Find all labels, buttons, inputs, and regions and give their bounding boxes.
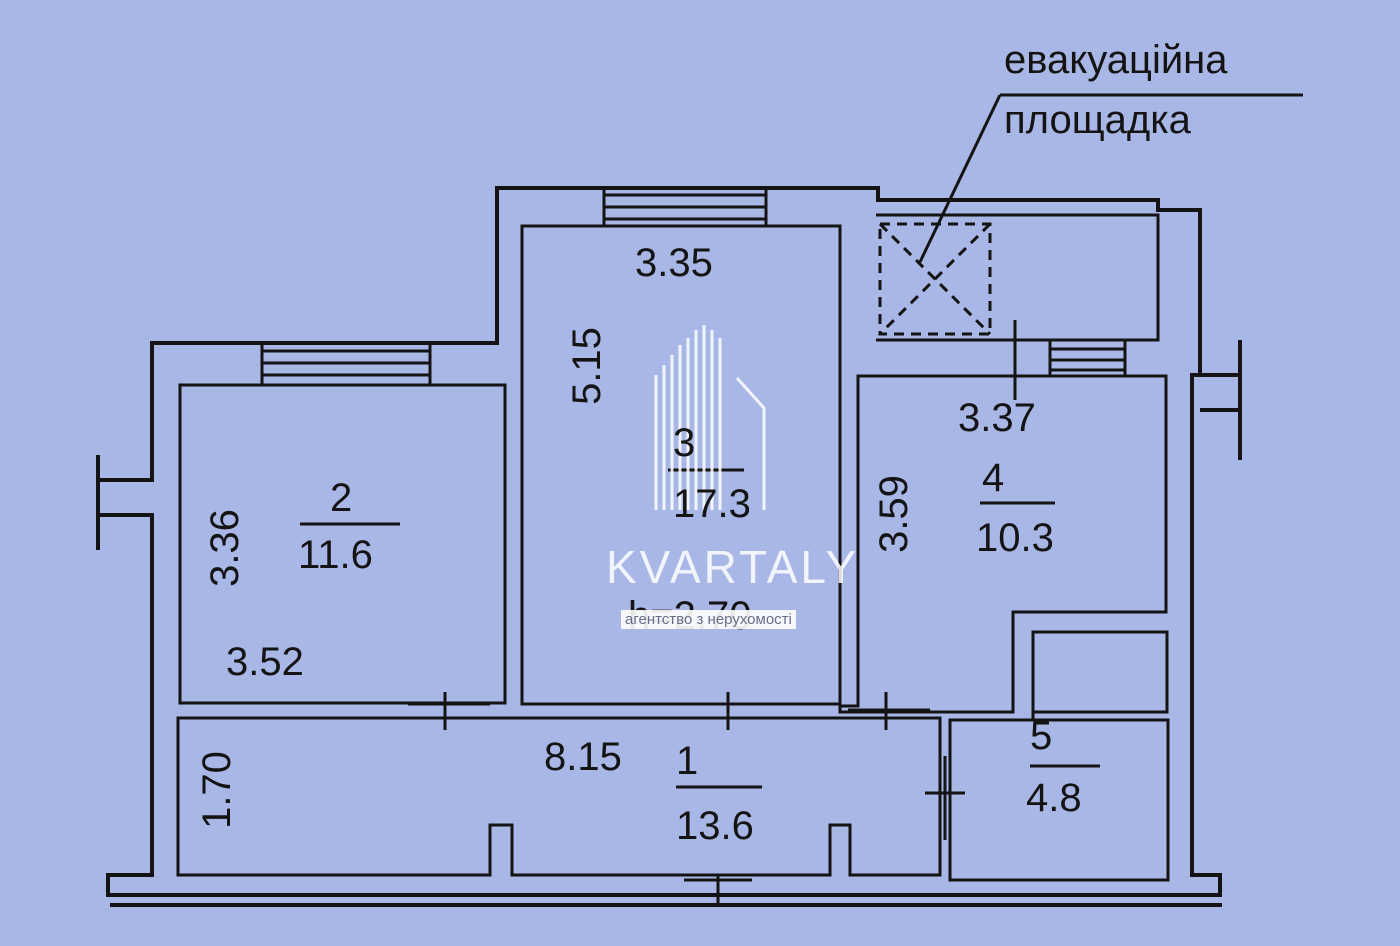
- room-2-number: 2: [330, 476, 353, 520]
- room-2-width: 3.52: [226, 640, 304, 684]
- room-4-number: 4: [982, 456, 1005, 500]
- watermark-brand: KVARTALY: [606, 541, 860, 593]
- evacuation-platform: [876, 213, 1160, 342]
- room-3-area: 17.3: [673, 482, 751, 526]
- door-marks: [408, 320, 1045, 905]
- callout-line-1: евакуаційна: [1004, 38, 1228, 82]
- window-room-3: [602, 188, 768, 226]
- window-room-2: [260, 343, 432, 385]
- room-3-outline: [520, 224, 842, 706]
- room-1-area: 13.6: [676, 804, 754, 848]
- room-1-length: 8.15: [544, 735, 622, 779]
- evacuation-hatch: [878, 222, 992, 336]
- room-1-width: 1.70: [194, 751, 239, 829]
- callout-leader: [918, 94, 1002, 263]
- room-2-area: 11.6: [298, 533, 373, 577]
- room-3-width: 3.35: [635, 241, 713, 285]
- room-5-number: 5: [1030, 714, 1053, 758]
- room-1-number: 1: [676, 739, 699, 783]
- room-5-outline-lower: [948, 718, 1170, 882]
- room-3-length: 5.15: [564, 327, 609, 405]
- watermark-logo: [654, 325, 766, 510]
- room-4-length: 3.59: [871, 475, 916, 553]
- room-2-outline: [178, 383, 507, 705]
- room-2-length: 3.36: [202, 509, 247, 587]
- room-5-area: 4.8: [1026, 776, 1082, 820]
- room-4-area: 10.3: [976, 516, 1054, 560]
- room-1-outline: [176, 716, 942, 877]
- room-5-outline: [1031, 630, 1169, 714]
- watermark-tagline: агентство з нерухомості: [621, 610, 796, 629]
- room-3-number: 3: [673, 421, 696, 465]
- window-room-4: [1048, 340, 1127, 376]
- room-4-width: 3.37: [958, 396, 1036, 440]
- room-4-outline: [838, 374, 1168, 714]
- callout-line-2: площадка: [1004, 98, 1191, 142]
